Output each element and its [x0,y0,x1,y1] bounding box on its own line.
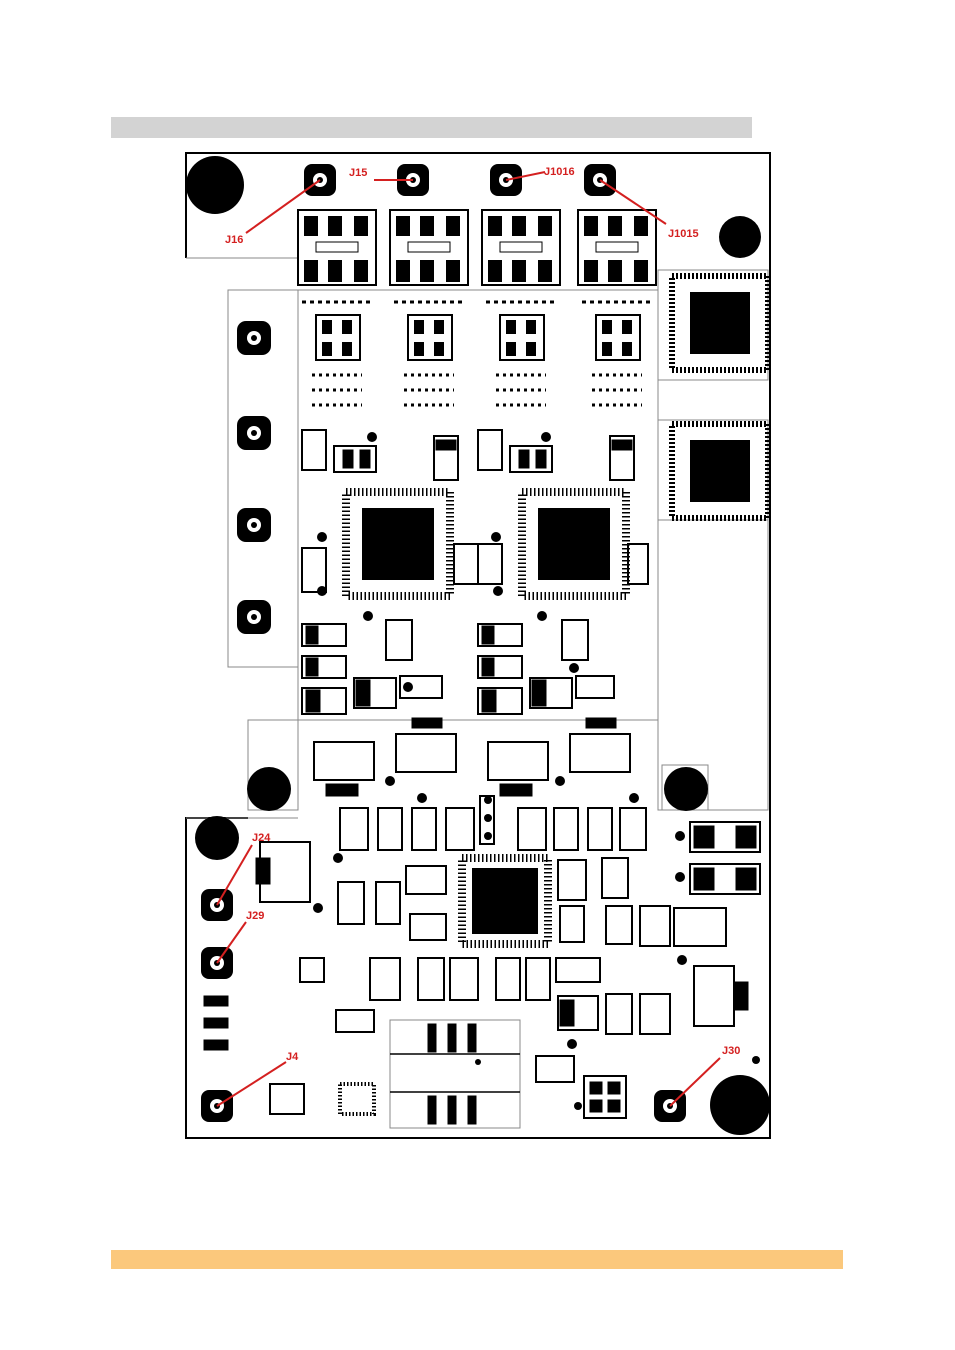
label-j15: J15 [349,167,367,179]
label-j30: J30 [722,1045,740,1057]
label-j4: J4 [286,1051,299,1063]
rf-channels [298,210,656,405]
right-ics [672,276,768,518]
label-j1015: J1015 [668,228,699,240]
label-j1016: J1016 [544,166,575,178]
label-j16: J16 [225,234,243,246]
footer-bar [111,1250,843,1269]
label-j24: J24 [252,832,271,844]
adc-ics [346,492,626,944]
label-j29: J29 [246,910,264,922]
callout-lines [217,172,720,1106]
